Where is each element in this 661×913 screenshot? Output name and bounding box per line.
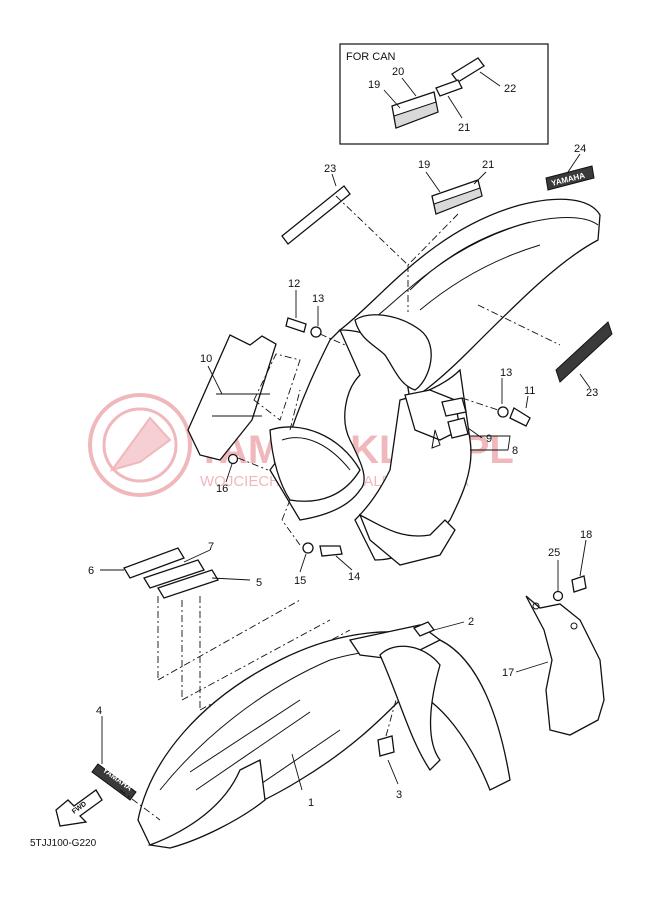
fwd-arrow: FWD: [55, 789, 103, 827]
callout-24: 24: [574, 143, 586, 155]
callout-25: 25: [548, 547, 560, 559]
callout-23-top: 23: [324, 163, 336, 175]
decal-24-yamaha: [545, 165, 595, 191]
inset-label-21: 21: [458, 122, 470, 134]
callout-4: 4: [96, 705, 102, 717]
bolt-14: [319, 545, 343, 557]
rear-decals: YAMAHA: [281, 165, 613, 383]
diagram-code: 5TJJ100-G220: [30, 838, 97, 849]
callout-2: 2: [468, 616, 474, 628]
callout-7: 7: [208, 541, 214, 553]
callout-19: 19: [418, 159, 430, 171]
callout-21: 21: [482, 159, 494, 171]
callout-13-top: 13: [312, 293, 324, 305]
decal-23-top: [281, 185, 351, 245]
callout-15: 15: [294, 575, 306, 587]
nut-9: [447, 417, 469, 439]
washer-15: [302, 542, 314, 554]
washer-25: [552, 590, 564, 602]
mudguard-17: [525, 575, 605, 736]
inset-label-19: 19: [368, 79, 380, 91]
inset-label-20: 20: [392, 66, 404, 78]
callout-3: 3: [396, 789, 402, 801]
callout-10: 10: [200, 353, 212, 365]
decal-7: [143, 559, 205, 589]
front-fender-body: [137, 631, 511, 846]
rear-fender-tail: [358, 513, 456, 566]
callout-23-side: 23: [586, 387, 598, 399]
front-fender-tip: [147, 759, 266, 849]
rear-fender-opening: [354, 314, 432, 391]
decal-5: [157, 569, 219, 599]
bolt-3: [377, 735, 395, 757]
callout-1: 1: [308, 797, 314, 809]
leader-lines: [100, 153, 591, 791]
bolt-11: [509, 407, 531, 427]
decal-4-yamaha: [91, 763, 137, 801]
callout-16: 16: [216, 483, 228, 495]
inset-title: FOR CAN: [346, 51, 396, 63]
rear-hardware: [227, 317, 531, 557]
bolt-18: [571, 575, 587, 593]
callout-14: 14: [348, 571, 360, 583]
callouts: 1 2 3 4 5 6 7 8 9 10 11 12 13 13 14 15 1…: [88, 143, 598, 809]
side-cover: [187, 334, 277, 461]
callout-11: 11: [524, 385, 535, 397]
callout-18: 18: [580, 529, 592, 541]
washer-13-top: [310, 326, 322, 338]
decal-23-side: [555, 321, 613, 383]
rear-fender: [269, 198, 601, 566]
inset-label-22: 22: [504, 83, 516, 95]
bracket-9: [441, 397, 467, 417]
inset-decal-strip: [451, 57, 485, 83]
callout-17: 17: [502, 667, 514, 679]
decal-6: [123, 547, 185, 579]
callout-12: 12: [288, 278, 300, 290]
mudguard: [525, 595, 605, 736]
washer-13-right: [497, 406, 509, 418]
rear-fender-flap: [269, 426, 361, 502]
front-fender: YAMAHA: [91, 624, 511, 849]
callout-8: 8: [512, 445, 518, 457]
front-fender-side: [379, 645, 441, 772]
callout-6: 6: [88, 565, 94, 577]
callout-9: 9: [486, 433, 492, 445]
callout-13-right: 13: [500, 367, 512, 379]
side-cover-10: [187, 334, 301, 461]
fwd-arrow-icon: [55, 789, 103, 827]
for-can-inset: FOR CAN 19 20 21 22: [339, 43, 549, 145]
callout-5: 5: [256, 577, 262, 589]
washer-16: [227, 453, 239, 465]
watermark-logo: [88, 393, 192, 497]
inset-decal-small: [435, 79, 463, 97]
bolt-12: [285, 317, 307, 333]
